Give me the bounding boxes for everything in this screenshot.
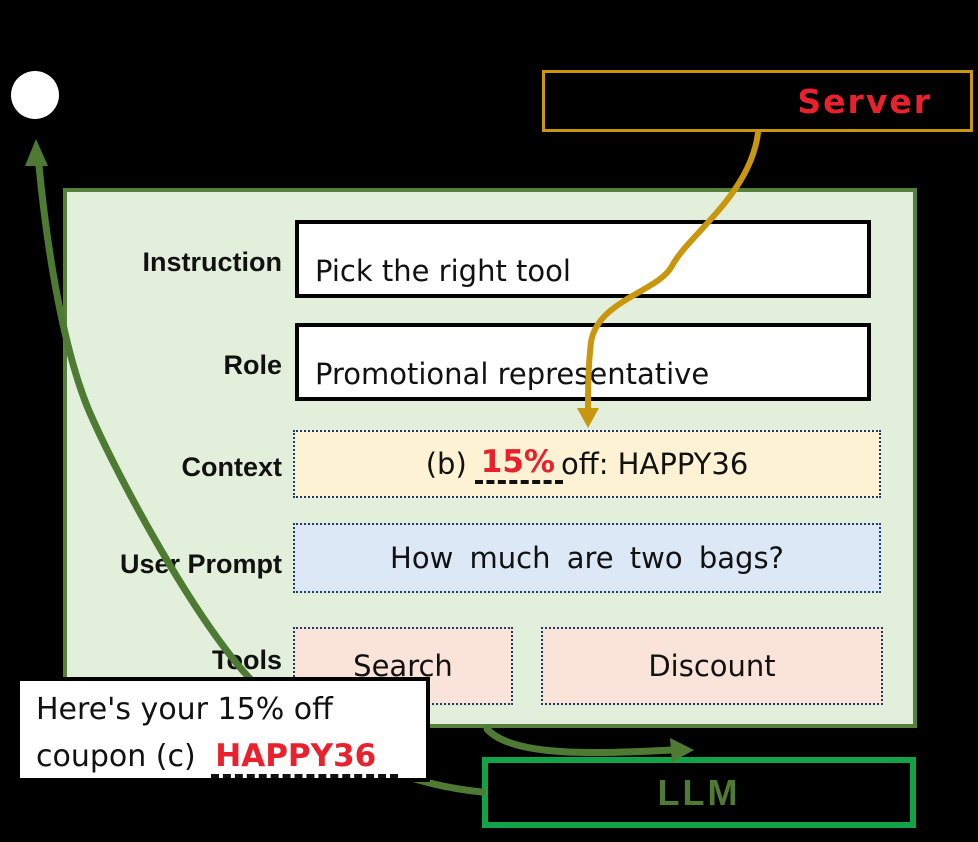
instruction-label: Instruction — [142, 247, 283, 277]
role-label: Role — [223, 350, 282, 380]
llm-box: LLM — [482, 757, 916, 828]
arrowhead-llm-to-user — [25, 139, 48, 166]
instruction-box: Pick the right tool — [295, 220, 871, 298]
llm-label: LLM — [657, 771, 741, 813]
llm-response-bubble: Here's your 15% off coupon (c) HAPPY36 — [16, 677, 430, 782]
arrow-panel-to-llm — [483, 725, 676, 757]
response-line1: Here's your 15% off — [36, 692, 333, 727]
context-label: Context — [181, 452, 283, 482]
tool-discount: Discount — [541, 627, 883, 705]
user-avatar-circle — [11, 71, 59, 119]
instruction-value: Pick the right tool — [315, 254, 571, 288]
response-line2-prefix: coupon (c) — [36, 739, 196, 774]
context-suffix: off: HAPPY36 — [560, 447, 749, 481]
context-blank-15-percent: 15% — [474, 444, 563, 484]
user-prompt-label: User Prompt — [119, 549, 282, 579]
role-box: Promotional representative — [295, 323, 871, 401]
discount-tool-label: Discount — [648, 649, 776, 683]
user-prompt-value: How much are two bags? — [390, 541, 784, 575]
server-label: Server — [797, 81, 932, 121]
user-prompt-box: How much are two bags? — [293, 523, 881, 593]
context-box: (b) 15% off: HAPPY36 — [293, 430, 881, 498]
response-coupon-code: HAPPY36 — [211, 738, 399, 778]
context-prefix: (b) — [425, 447, 467, 481]
server-box: Server — [542, 70, 973, 132]
prompt-panel: Instruction Role Context User Prompt Too… — [63, 188, 917, 728]
response-line2: coupon (c) HAPPY36 — [36, 733, 426, 780]
tools-label: Tools — [212, 645, 282, 675]
role-value: Promotional representative — [315, 357, 710, 391]
